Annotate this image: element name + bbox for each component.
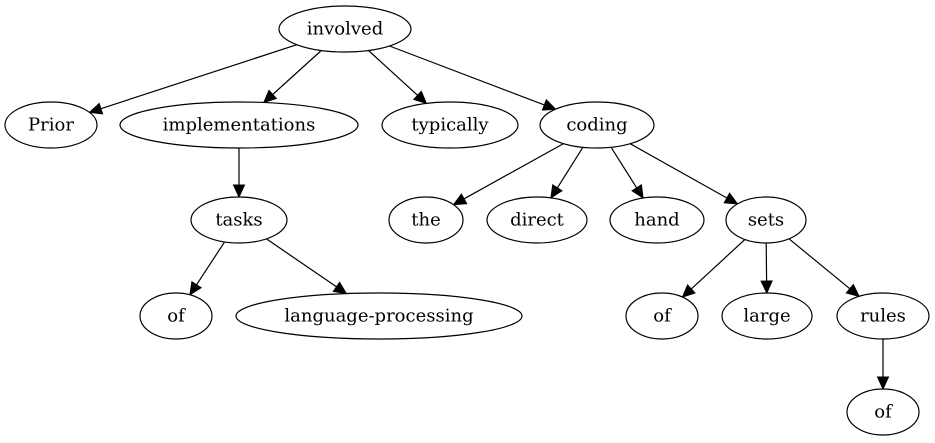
edge-coding-to-direct xyxy=(550,146,584,199)
node-coding: coding xyxy=(539,101,655,149)
edge-line xyxy=(788,238,851,290)
node-of2: of xyxy=(625,292,699,340)
node-ellipse xyxy=(609,196,705,244)
edge-line xyxy=(368,50,419,96)
edge-coding-to-sets xyxy=(629,143,739,205)
node-of1: of xyxy=(139,292,213,340)
node-implementations: implementations xyxy=(119,101,359,149)
node-large: large xyxy=(721,292,813,340)
node-label: of xyxy=(653,306,672,327)
edge-line xyxy=(463,143,564,200)
arrowhead-icon xyxy=(332,281,348,295)
edge-implementations-to-tasks xyxy=(232,148,246,199)
node-label: direct xyxy=(510,210,565,231)
node-language-processing: language-processing xyxy=(235,292,523,340)
node-ellipse xyxy=(721,292,813,340)
node-ellipse xyxy=(846,388,920,436)
edge-line xyxy=(690,239,746,290)
arrowhead-icon xyxy=(452,193,468,206)
node-label: Prior xyxy=(28,115,74,136)
node-ellipse xyxy=(388,196,464,244)
arrowhead-icon xyxy=(876,376,890,391)
edge-tasks-to-language-processing xyxy=(266,238,348,295)
node-of3: of xyxy=(846,388,920,436)
node-label: hand xyxy=(634,210,679,231)
arrowhead-icon xyxy=(760,280,773,295)
node-hand: hand xyxy=(609,196,705,244)
arrowhead-icon xyxy=(412,90,428,105)
arrowhead-icon xyxy=(845,283,861,298)
node-label: rules xyxy=(860,306,906,327)
edge-involved-to-implementations xyxy=(262,50,322,104)
edge-coding-to-hand xyxy=(610,146,644,200)
node-rules: rules xyxy=(836,292,930,340)
node-tasks: tasks xyxy=(190,196,288,244)
node-ellipse xyxy=(190,196,288,244)
edge-rules-to-of3 xyxy=(876,339,890,391)
node-label: language-processing xyxy=(284,306,473,327)
edge-line xyxy=(100,44,297,110)
node-ellipse xyxy=(625,292,699,340)
edge-line xyxy=(195,241,226,286)
arrowhead-icon xyxy=(262,89,278,104)
node-involved: involved xyxy=(278,5,412,53)
edge-involved-to-coding xyxy=(389,45,557,111)
edge-line xyxy=(629,143,728,199)
node-typically: typically xyxy=(381,101,519,149)
node-direct: direct xyxy=(486,196,588,244)
edge-sets-to-rules xyxy=(788,238,861,298)
node-ellipse xyxy=(539,101,655,149)
edge-line xyxy=(272,50,322,95)
node-ellipse xyxy=(381,101,519,149)
edge-tasks-to-of1 xyxy=(189,241,226,296)
arrowhead-icon xyxy=(189,280,203,296)
arrowhead-icon xyxy=(88,102,104,115)
edges-layer xyxy=(88,44,890,391)
node-the: the xyxy=(388,196,464,244)
node-label: implementations xyxy=(163,115,316,136)
node-label: large xyxy=(743,306,790,327)
node-ellipse xyxy=(278,5,412,53)
arrowhead-icon xyxy=(550,183,563,199)
node-label: typically xyxy=(411,115,489,136)
edge-line xyxy=(266,238,337,288)
arrowhead-icon xyxy=(723,192,739,205)
edge-sets-to-of2 xyxy=(681,239,746,298)
node-ellipse xyxy=(486,196,588,244)
node-label: of xyxy=(167,306,186,327)
node-ellipse xyxy=(725,196,807,244)
node-label: coding xyxy=(566,115,627,136)
edge-involved-to-typically xyxy=(368,50,428,105)
node-prior: Prior xyxy=(4,101,98,149)
edge-involved-to-prior xyxy=(88,44,297,115)
node-label: sets xyxy=(748,210,784,231)
node-label: of xyxy=(874,402,893,423)
arrowhead-icon xyxy=(631,184,644,200)
edge-line xyxy=(556,146,584,189)
node-ellipse xyxy=(836,292,930,340)
node-label: involved xyxy=(307,19,383,40)
node-sets: sets xyxy=(725,196,807,244)
node-label: the xyxy=(411,210,440,231)
arrowhead-icon xyxy=(541,98,557,111)
node-ellipse xyxy=(139,292,213,340)
node-ellipse xyxy=(119,101,359,149)
node-ellipse xyxy=(4,101,98,149)
node-label: tasks xyxy=(215,210,262,231)
arrowhead-icon xyxy=(232,184,246,199)
edge-sets-to-large xyxy=(760,242,773,295)
edge-line xyxy=(389,45,545,106)
edge-line xyxy=(610,146,638,189)
node-ellipse xyxy=(235,292,523,340)
arrowhead-icon xyxy=(681,283,696,298)
edge-coding-to-the xyxy=(452,143,564,206)
